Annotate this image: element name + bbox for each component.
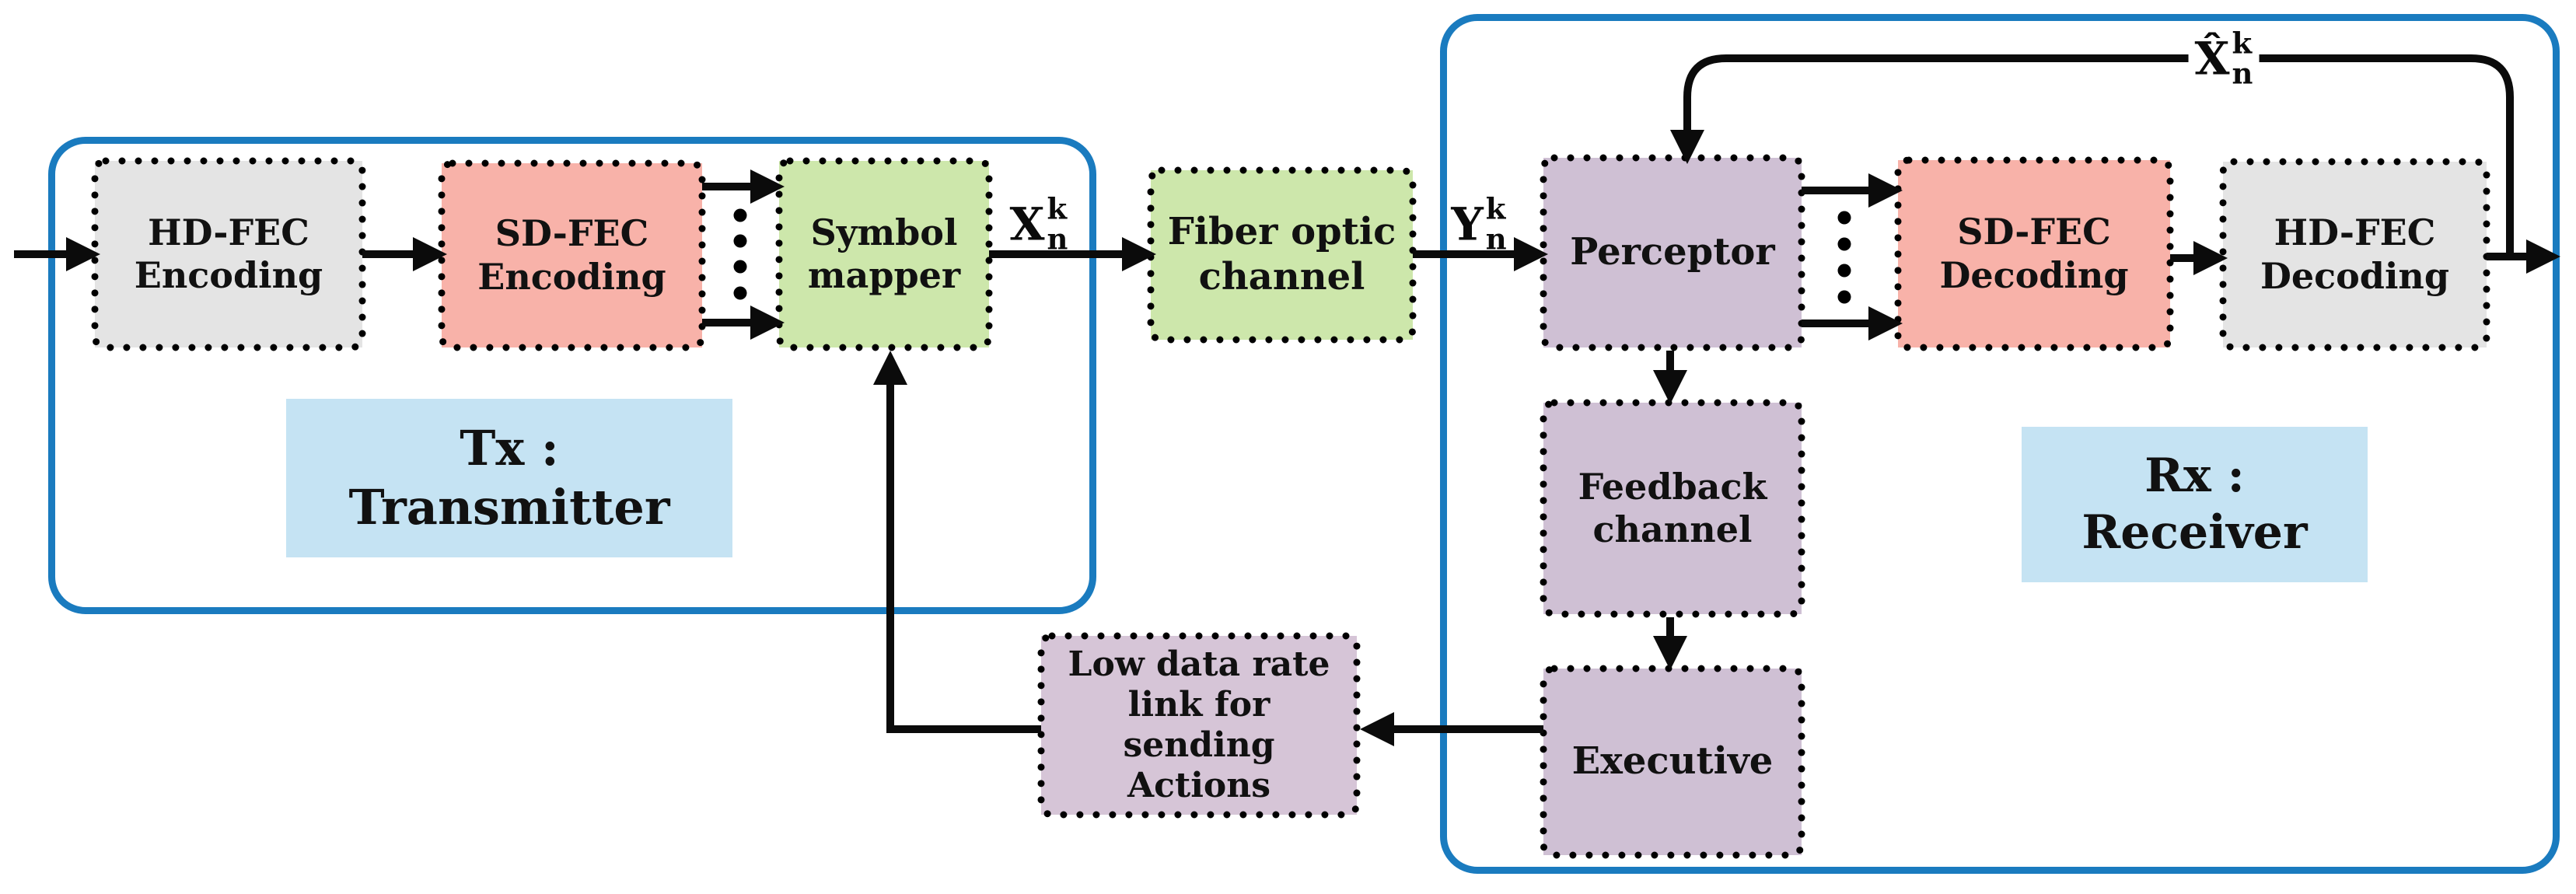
signal-base: X	[1009, 197, 1045, 250]
block-hd-fec-decoding: HD-FEC Decoding	[2223, 162, 2487, 347]
block-executive: Executive	[1543, 669, 1802, 855]
signal-label-channel-output: Y k n	[1451, 191, 1507, 257]
rx-container-frame	[1440, 14, 2560, 874]
signal-superscript: k	[1047, 191, 1068, 226]
signal-base: Y	[1451, 197, 1484, 250]
block-feedback-channel: Feedback channel	[1543, 403, 1802, 614]
signal-superscript: k	[1485, 191, 1506, 226]
block-fiber-optic-channel: Fiber optic channel	[1151, 170, 1413, 340]
block-sd-fec-encoding: SD-FEC Encoding	[442, 163, 702, 347]
block-symbol-mapper: Symbol mapper	[779, 161, 989, 347]
signal-subscript: n	[2232, 56, 2253, 91]
signal-subscript: n	[1047, 222, 1068, 257]
signal-label-channel-input: X k n	[1009, 191, 1068, 257]
signal-scripts: k n	[1047, 191, 1068, 257]
signal-scripts: k n	[1485, 191, 1507, 257]
rx-region-label: Rx : Receiver	[2022, 427, 2368, 582]
signal-superscript: k	[2232, 26, 2253, 61]
tx-container-frame	[48, 137, 1096, 614]
signal-subscript: n	[1485, 222, 1507, 257]
signal-base: X̂	[2194, 32, 2230, 85]
tx-region-label: Tx : Transmitter	[286, 399, 732, 557]
signal-label-estimate: X̂ k n	[2188, 26, 2260, 91]
block-sd-fec-decoding: SD-FEC Decoding	[1898, 160, 2170, 347]
signal-scripts: k n	[2232, 26, 2253, 91]
block-perceptor: Perceptor	[1543, 158, 1802, 347]
block-hd-fec-encoding: HD-FEC Encoding	[95, 161, 362, 347]
block-low-data-rate-link: Low data rate link for sending Actions	[1041, 636, 1357, 815]
